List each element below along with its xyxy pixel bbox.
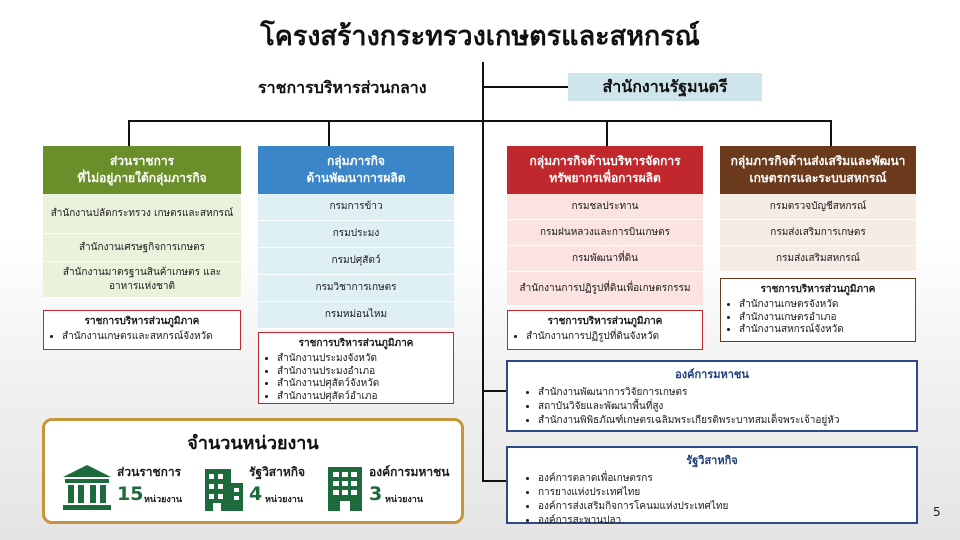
- pm-office-connector: [482, 86, 568, 88]
- state-enterprise-box: รัฐวิสาหกิจ องค์การตลาดเพื่อเกษตรกร การย…: [506, 446, 918, 526]
- stat-count: 15: [117, 483, 144, 505]
- public-org-box: องค์การมหาชน สำนักงานพัฒนาการวิจัยการเกษ…: [506, 360, 918, 432]
- regional-box-3: ราชการบริหารส่วนภูมิภาค สำนักงานการปฏิรู…: [507, 310, 703, 350]
- central-admin-label: ราชการบริหารส่วนกลาง: [258, 78, 427, 97]
- column-header: ส่วนราชการ ที่ไม่อยู่ภายใต้กลุ่มภารกิจ: [43, 146, 241, 194]
- list-item: สำนักงานเกษตรอำเภอ: [739, 312, 915, 325]
- stat-label: องค์การมหาชน: [369, 465, 450, 479]
- list-item: กรมฝนหลวงและการบินเกษตร: [507, 220, 703, 246]
- apartment-building-icon: [325, 463, 365, 517]
- list-item: กรมประมง: [258, 221, 454, 248]
- list-item: สำนักงานพิพิธภัณฑ์เกษตรเฉลิมพระเกียรติพร…: [538, 414, 916, 428]
- list-item: สำนักงานสหกรณ์จังหวัด: [739, 324, 915, 337]
- list-item: กรมปศุสัตว์: [258, 248, 454, 275]
- government-building-icon: [61, 463, 113, 517]
- list-item: องค์การสะพานปลา: [538, 514, 916, 528]
- stat-label: ส่วนราชการ: [117, 465, 182, 479]
- regional-box-4: ราชการบริหารส่วนภูมิภาค สำนักงานเกษตรจัง…: [720, 278, 916, 342]
- col3-drop: [606, 120, 608, 146]
- pm-office-box: สำนักงานรัฐมนตรี: [568, 73, 762, 101]
- page-title: โครงสร้างกระทรวงเกษตรและสหกรณ์: [260, 21, 700, 52]
- list-item: กรมหม่อนไหม: [258, 302, 454, 329]
- summary-title: จำนวนหน่วยงาน: [187, 433, 319, 454]
- list-item: สำนักงานประมงจังหวัด: [277, 353, 453, 366]
- stat-state-enterprises: รัฐวิสาหกิจ 4 หน่วยงาน: [203, 459, 323, 521]
- list-item: กรมการข้าว: [258, 194, 454, 221]
- list-item: สำนักงานการปฏิรูปที่ดินจังหวัด: [526, 331, 702, 344]
- list-item: สำนักงานประมงอำเภอ: [277, 366, 453, 379]
- stat-public-organizations: องค์การมหาชน 3 หน่วยงาน: [325, 459, 461, 521]
- state-enterprise-title: รัฐวิสาหกิจ: [686, 454, 738, 467]
- column-3: กลุ่มภารกิจด้านบริหารจัดการ ทรัพยากรเพื่…: [507, 146, 703, 306]
- column-4: กลุ่มภารกิจด้านส่งเสริมและพัฒนา เกษตรกรแ…: [720, 146, 916, 272]
- stat-government-agencies: ส่วนราชการ 15 หน่วยงาน: [61, 459, 196, 521]
- col2-drop: [328, 120, 330, 146]
- list-item: กรมตรวจบัญชีสหกรณ์: [720, 194, 916, 220]
- list-item: กรมส่งเสริมสหกรณ์: [720, 246, 916, 272]
- state-enterprise-connector: [482, 480, 506, 482]
- list-item: สำนักงานปศุสัตว์อำเภอ: [277, 391, 453, 404]
- list-item: สถาบันวิจัยและพัฒนาพื้นที่สูง: [538, 400, 916, 414]
- horizontal-bar: [128, 120, 831, 122]
- list-item: สำนักงานพัฒนาการวิจัยการเกษตร: [538, 386, 916, 400]
- regional-title: ราชการบริหารส่วนภูมิภาค: [760, 284, 876, 295]
- col4-drop: [830, 120, 832, 146]
- list-item: กรมวิชาการเกษตร: [258, 275, 454, 302]
- list-item: สำนักงานปลัดกระทรวง เกษตรและสหกรณ์: [43, 194, 241, 234]
- main-vertical-line: [482, 62, 484, 482]
- stat-count: 3: [369, 483, 383, 505]
- col1-drop: [128, 120, 130, 146]
- stat-label: รัฐวิสาหกิจ: [249, 465, 306, 479]
- column-2: กลุ่มภารกิจ ด้านพัฒนาการผลิต กรมการข้าว …: [258, 146, 454, 329]
- list-item: องค์การส่งเสริมกิจการโคนมแห่งประเทศไทย: [538, 500, 916, 514]
- column-header: กลุ่มภารกิจด้านบริหารจัดการ ทรัพยากรเพื่…: [507, 146, 703, 194]
- public-org-connector: [482, 390, 506, 392]
- list-item: องค์การตลาดเพื่อเกษตรกร: [538, 472, 916, 486]
- agency-count-summary: จำนวนหน่วยงาน ส่วนราชการ 15 หน่วยงาน: [42, 418, 464, 524]
- stat-unit: หน่วยงาน: [144, 495, 183, 505]
- office-building-icon: [203, 463, 245, 517]
- list-item: สำนักงานการปฏิรูปที่ดินเพื่อเกษตรกรรม: [507, 272, 703, 306]
- regional-title: ราชการบริหารส่วนภูมิภาค: [547, 316, 663, 327]
- list-item: กรมชลประทาน: [507, 194, 703, 220]
- list-item: สำนักงานมาตรฐานสินค้าเกษตร และอาหารแห่งช…: [43, 262, 241, 298]
- column-header: กลุ่มภารกิจด้านส่งเสริมและพัฒนา เกษตรกรแ…: [720, 146, 916, 194]
- list-item: สำนักงานปศุสัตว์จังหวัด: [277, 378, 453, 391]
- regional-box-1: ราชการบริหารส่วนภูมิภาค สำนักงานเกษตรและ…: [43, 310, 241, 350]
- list-item: กรมพัฒนาที่ดิน: [507, 246, 703, 272]
- column-header: กลุ่มภารกิจ ด้านพัฒนาการผลิต: [258, 146, 454, 194]
- page-number: 5: [933, 505, 941, 519]
- list-item: กรมส่งเสริมการเกษตร: [720, 220, 916, 246]
- regional-title: ราชการบริหารส่วนภูมิภาค: [84, 316, 200, 327]
- stat-unit: หน่วยงาน: [385, 495, 424, 505]
- list-item: การยางแห่งประเทศไทย: [538, 486, 916, 500]
- list-item: สำนักงานเศรษฐกิจการเกษตร: [43, 234, 241, 262]
- regional-title: ราชการบริหารส่วนภูมิภาค: [298, 338, 414, 349]
- public-org-title: องค์การมหาชน: [675, 368, 749, 381]
- column-1: ส่วนราชการ ที่ไม่อยู่ภายใต้กลุ่มภารกิจ ส…: [43, 146, 241, 298]
- list-item: สำนักงานเกษตรและสหกรณ์จังหวัด: [62, 331, 240, 344]
- stat-unit: หน่วยงาน: [265, 495, 304, 505]
- stat-count: 4: [249, 483, 263, 505]
- regional-box-2: ราชการบริหารส่วนภูมิภาค สำนักงานประมงจัง…: [258, 332, 454, 404]
- list-item: สำนักงานเกษตรจังหวัด: [739, 299, 915, 312]
